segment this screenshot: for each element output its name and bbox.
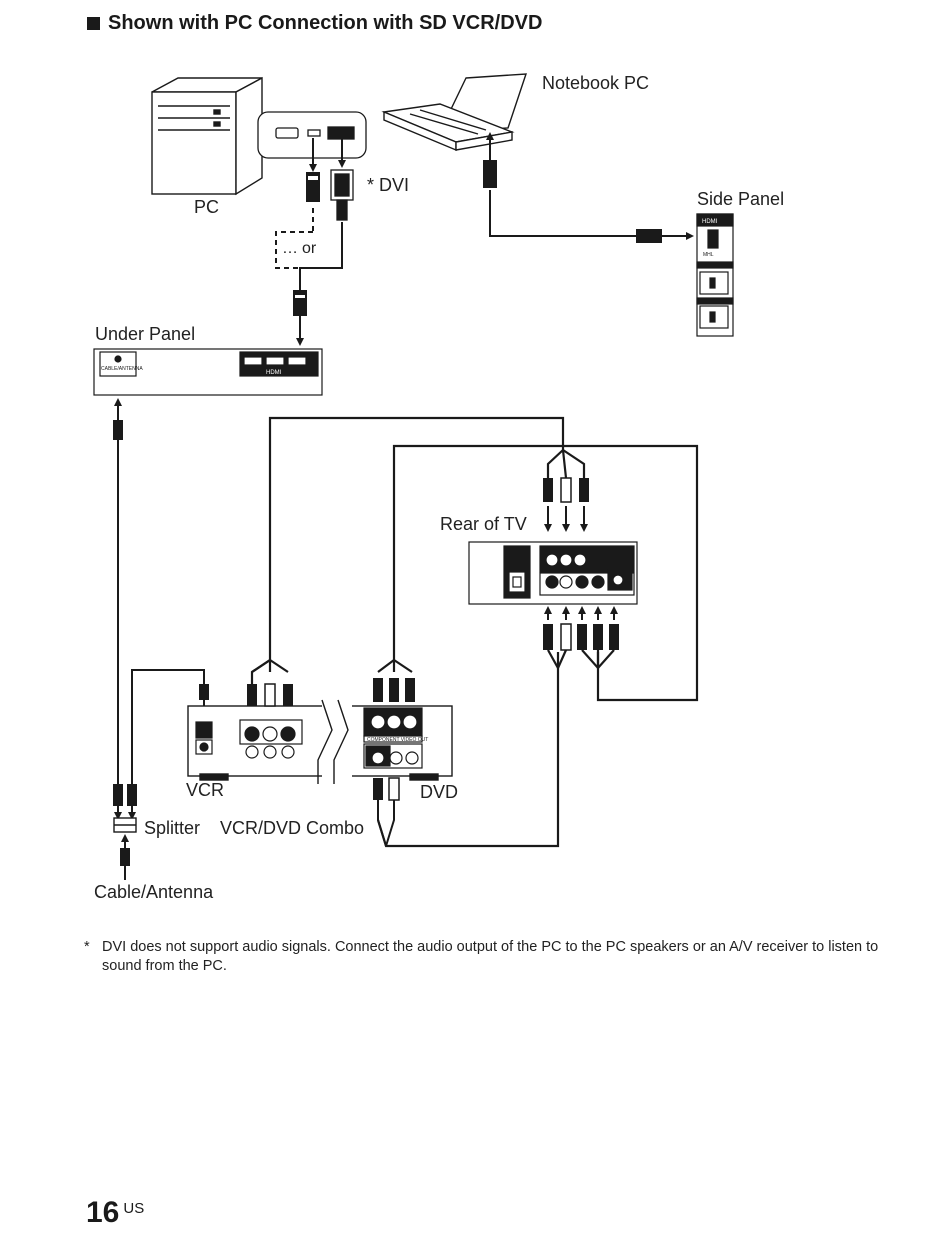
combo-break-lines [317, 699, 349, 784]
footnote-text: DVI does not support audio signals. Conn… [102, 939, 879, 974]
notebook-hdmi-plug-icon [483, 160, 497, 188]
dvd-component-cable [392, 444, 699, 702]
or-label: …or [282, 240, 317, 257]
side-panel-label: Side Panel [697, 189, 784, 209]
dvd-label: DVD [420, 782, 458, 802]
vcr-ports [195, 719, 303, 759]
notebook-pc-icon [381, 73, 527, 152]
hdmi-plug-icon [306, 172, 320, 202]
section-heading: Shown with PC Connection with SD VCR/DVD [87, 12, 542, 35]
vcr-coax-plug-icon [199, 684, 209, 700]
dvd-ports: COMPONENT VIDEO OUT [363, 707, 428, 769]
tv-out-arrows [544, 606, 618, 620]
dvd-component-fanout [377, 659, 413, 673]
tv-av-fanout [546, 449, 586, 479]
under-hdmi-text: HDMI [266, 370, 282, 376]
under-panel-label: Under Panel [95, 324, 195, 344]
pc-tower-icon [151, 76, 263, 196]
square-bullet-icon [87, 17, 100, 30]
dvd-audio-plugs [373, 777, 400, 801]
dvi-cable [299, 222, 343, 292]
vcr-av-plugs [247, 683, 293, 707]
component-video-out-text: COMPONENT VIDEO OUT [367, 737, 428, 743]
coax-cable-vcr [131, 669, 205, 784]
rear-of-tv-label: Rear of TV [440, 514, 527, 534]
vcr-dvd-combo-label: VCR/DVD Combo [220, 818, 364, 838]
cable-antenna-label: Cable/Antenna [94, 882, 214, 902]
connection-diagram: PC * DVI …or Notebook PC Sid [93, 73, 784, 902]
section-heading-text: Shown with PC Connection with SD VCR/DVD [108, 12, 543, 34]
tv-bottom-cable-fanout [547, 649, 615, 671]
splitter-icon [113, 817, 137, 833]
pc-port-callout [257, 111, 367, 159]
dvd-audio-cable-ends [377, 800, 395, 847]
page-number-value: 16 [86, 1196, 120, 1229]
splitter-label: Splitter [144, 818, 200, 838]
hdmi-plug-under-icon [293, 290, 307, 316]
side-hdmi-plug-icon [636, 229, 662, 243]
notebook-pc-label: Notebook PC [542, 73, 649, 93]
footnote: * DVI does not support audio signals. Co… [84, 938, 894, 976]
vcr-label: VCR [186, 780, 224, 800]
tv-in-arrows [544, 506, 588, 532]
dvd-component-plugs [373, 678, 415, 702]
rear-tv-panel [468, 541, 638, 605]
vcr-av-cable [250, 416, 565, 684]
vcr-av-fanout [251, 659, 289, 673]
dvi-label: * DVI [367, 175, 409, 195]
or-dashed-path [275, 231, 313, 269]
dvi-plug-icon [330, 169, 354, 221]
under-panel: CABLE/ANTENNA HDMI [93, 348, 323, 396]
page-locale: US [123, 1200, 145, 1217]
av-plugs-bottom [543, 623, 619, 651]
pc-label: PC [194, 197, 219, 217]
notebook-cable [489, 190, 636, 237]
splitter-plug-1-icon [113, 784, 123, 806]
av-plugs-top [543, 477, 589, 503]
side-mhl-text: MHL [703, 252, 714, 258]
coax-plug-icon [113, 420, 123, 440]
side-hdmi-text: HDMI [702, 219, 718, 225]
side-panel: HDMI MHL [696, 213, 734, 337]
antenna-plug-icon [120, 848, 130, 866]
splitter-plug-2-icon [127, 784, 137, 806]
footnote-marker: * [84, 939, 90, 955]
cable-antenna-port-text: CABLE/ANTENNA [101, 366, 143, 372]
page-number: 16 US [86, 1196, 144, 1230]
